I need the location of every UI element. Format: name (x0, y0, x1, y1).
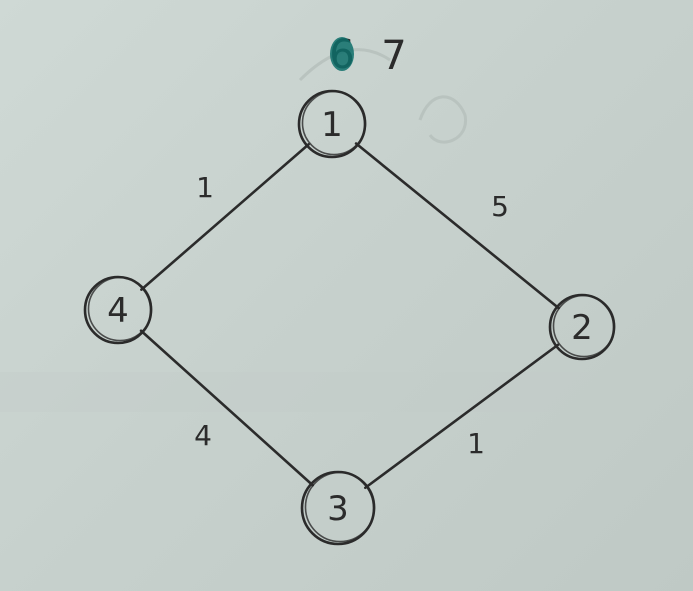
edge-weight-2-3: 1 (467, 427, 485, 460)
node-label: 4 (107, 291, 129, 331)
edge-weight-4-3: 4 (194, 419, 212, 452)
scribble-mark (330, 37, 354, 71)
node-circle-retrace (301, 90, 367, 156)
show-through-band (0, 372, 693, 412)
show-through-marks (0, 48, 693, 412)
show-through-stroke (418, 95, 467, 144)
edge-1-2 (354, 142, 561, 310)
node-1: 1 (297, 89, 367, 159)
node-2: 2 (548, 293, 616, 361)
edge-1-4 (140, 143, 310, 291)
node-annotation: 67 (329, 32, 406, 79)
node-distance-value: 7 (381, 33, 406, 79)
node-label: 3 (327, 489, 349, 529)
node-circle-retrace (552, 294, 616, 358)
node-circle-retrace (304, 471, 376, 543)
edge-weight-1-4: 1 (196, 171, 214, 204)
node-label: 2 (571, 308, 593, 348)
node-3: 3 (300, 470, 376, 546)
edge-4-3 (139, 329, 315, 487)
node-4: 4 (83, 275, 153, 345)
edge-weight-1-2: 5 (491, 190, 509, 223)
node-circle-retrace (87, 276, 153, 342)
node-label: 1 (321, 105, 343, 145)
edge-2-3 (364, 343, 560, 490)
nodes-layer: 1 2 3 4 (83, 89, 616, 546)
